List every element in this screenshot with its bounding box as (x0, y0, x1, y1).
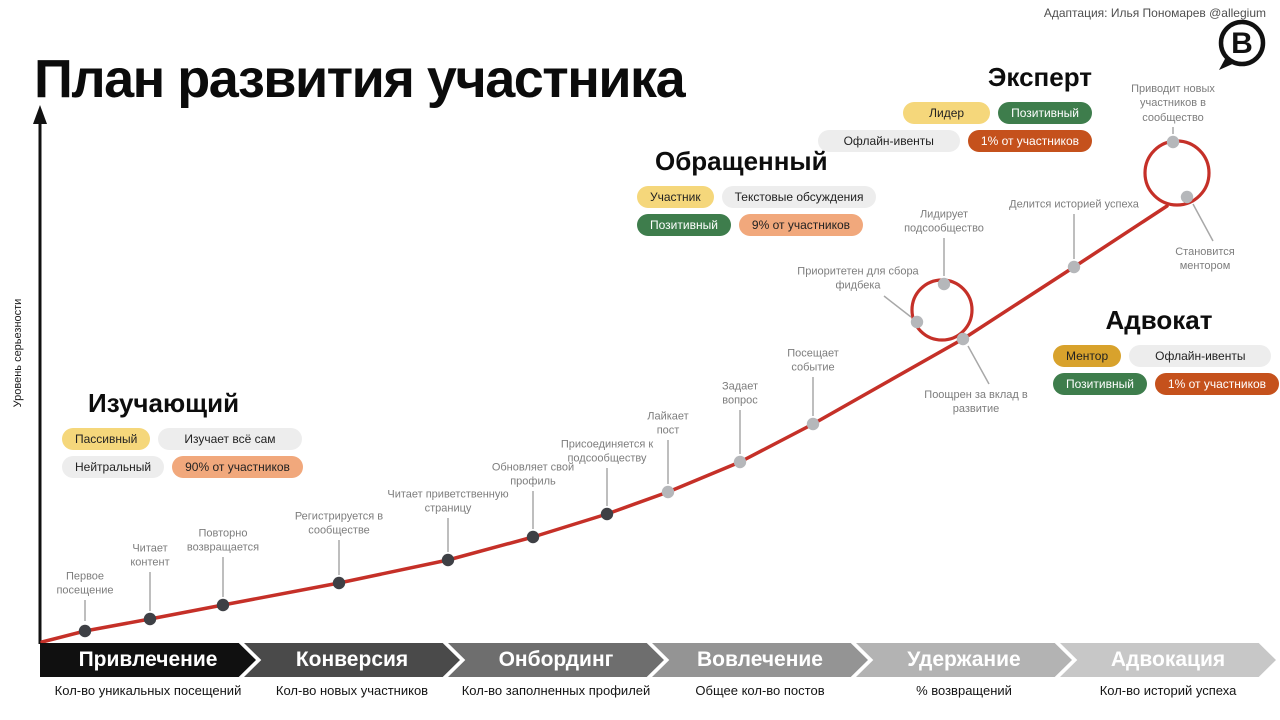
journey-point-label: Присоединяется к подсообществу (560, 438, 654, 465)
journey-point-label: Первое посещение (56, 570, 114, 597)
journey-point-dot (332, 576, 346, 590)
journey-point-dot (441, 553, 455, 567)
stage-badge: Нейтральный (62, 456, 165, 478)
badge-row: Ментор Офлайн-ивенты (1053, 345, 1272, 367)
stage-badge: Позитивный (637, 214, 731, 236)
journey-point-dot (733, 455, 747, 469)
journey-point-label: Обновляет свой профиль (491, 461, 575, 488)
journey-point-label: Делится историей успеха (1009, 198, 1139, 211)
stage-badge: Офлайн-ивенты (1129, 345, 1272, 367)
stage-title: Изучающий (88, 388, 240, 418)
badge-row: Пассивный Изучает всё сам (62, 428, 302, 450)
journey-point-label: Лайкает пост (647, 410, 689, 437)
loop-cycle (1143, 139, 1211, 207)
funnel-stage: Онбординг (448, 643, 664, 677)
journey-point-dot (1180, 190, 1194, 204)
journey-point-dot (661, 485, 675, 499)
journey-point-dot (1067, 260, 1081, 274)
journey-point-label: Лидирует подсообщество (904, 208, 984, 235)
stage-badge: Позитивный (998, 102, 1092, 124)
stage-title: Обращенный (655, 146, 828, 176)
journey-curve (40, 204, 1169, 644)
funnel-metric: Кол-во заполненных профилей (461, 683, 651, 698)
logo-letter: B (1231, 27, 1253, 60)
stage-badge: 9% от участников (738, 214, 864, 236)
funnel-metric: Общее кол-во постов (695, 683, 825, 698)
badge-row: Участник Текстовые обсуждения (637, 186, 877, 208)
journey-point-label: Повторно возвращается (186, 527, 260, 554)
journey-point-label: Поощрен за вклад в развитие (924, 389, 1028, 416)
stage-badge: Ментор (1053, 345, 1122, 367)
funnel-metric: Кол-во новых участников (275, 683, 429, 698)
journey-point-label: Задает вопрос (721, 380, 759, 407)
funnel-stage: Конверсия (244, 643, 460, 677)
journey-point-dot (143, 612, 157, 626)
journey-point-dot (910, 315, 924, 329)
page-title: План развития участника (34, 49, 686, 110)
journey-point-dot (600, 507, 614, 521)
logo-circle (1218, 19, 1266, 67)
funnel-stage: Адвокация (1060, 643, 1276, 677)
journey-point-label: Приоритетен для сбора фидбека (797, 265, 919, 292)
leader-line (1192, 203, 1214, 242)
stage-badge: Пассивный (62, 428, 151, 450)
journey-point-dot (78, 624, 92, 638)
journey-point-dot (216, 598, 230, 612)
journey-point-label: Читает контент (130, 542, 170, 569)
stage-badge: 90% от участников (172, 456, 303, 478)
stage-badge: Офлайн-ивенты (817, 130, 960, 152)
attribution-text: Адаптация: Илья Пономарев @allegium (1043, 6, 1266, 20)
funnel-metric: Кол-во историй успеха (1099, 683, 1237, 698)
funnel-stage: Удержание (856, 643, 1072, 677)
y-axis-arrowhead (33, 105, 47, 124)
badge-row: Нейтральный 90% от участников (62, 456, 303, 478)
logo-bubble-tail (1219, 57, 1237, 70)
badge-row: Офлайн-ивенты 1% от участников (817, 130, 1092, 152)
journey-point-label: Становится ментором (1175, 246, 1235, 273)
stage-badge: Лидер (903, 102, 991, 124)
stage-badge: Текстовые обсуждения (721, 186, 877, 208)
leader-line (883, 295, 912, 318)
journey-point-dot (956, 332, 970, 346)
stage-title: Адвокат (1105, 305, 1213, 335)
funnel-metric: Кол-во уникальных посещений (54, 683, 242, 698)
funnel-metric: % возвращений (916, 683, 1012, 698)
funnel-stage: Вовлечение (652, 643, 868, 677)
journey-point-dot (806, 417, 820, 431)
badge-row: Позитивный 1% от участников (1053, 373, 1280, 395)
journey-point-label: Регистрируется в сообществе (294, 510, 384, 537)
stage-badge: 1% от участников (1154, 373, 1280, 395)
stage-badge: Изучает всё сам (158, 428, 302, 450)
badge-row: Позитивный 9% от участников (637, 214, 867, 236)
leader-line (967, 345, 990, 385)
stage-title: Эксперт (987, 62, 1092, 92)
stage-badge: Участник (637, 186, 714, 208)
journey-point-dot (1166, 135, 1180, 149)
journey-point-label: Приводит новых участников в сообщество (1131, 83, 1215, 124)
stage-badge: Позитивный (1053, 373, 1147, 395)
funnel-stage: Привлечение (40, 643, 256, 677)
stage-badge: 1% от участников (967, 130, 1092, 152)
journey-point-dot (937, 277, 951, 291)
journey-point-label: Посещает событие (787, 347, 839, 374)
badge-row: Лидер Позитивный (862, 102, 1092, 124)
speech-bubble-logo: B (1218, 19, 1266, 70)
journey-point-label: Читает приветственную страницу (387, 488, 509, 515)
journey-point-dot (526, 530, 540, 544)
